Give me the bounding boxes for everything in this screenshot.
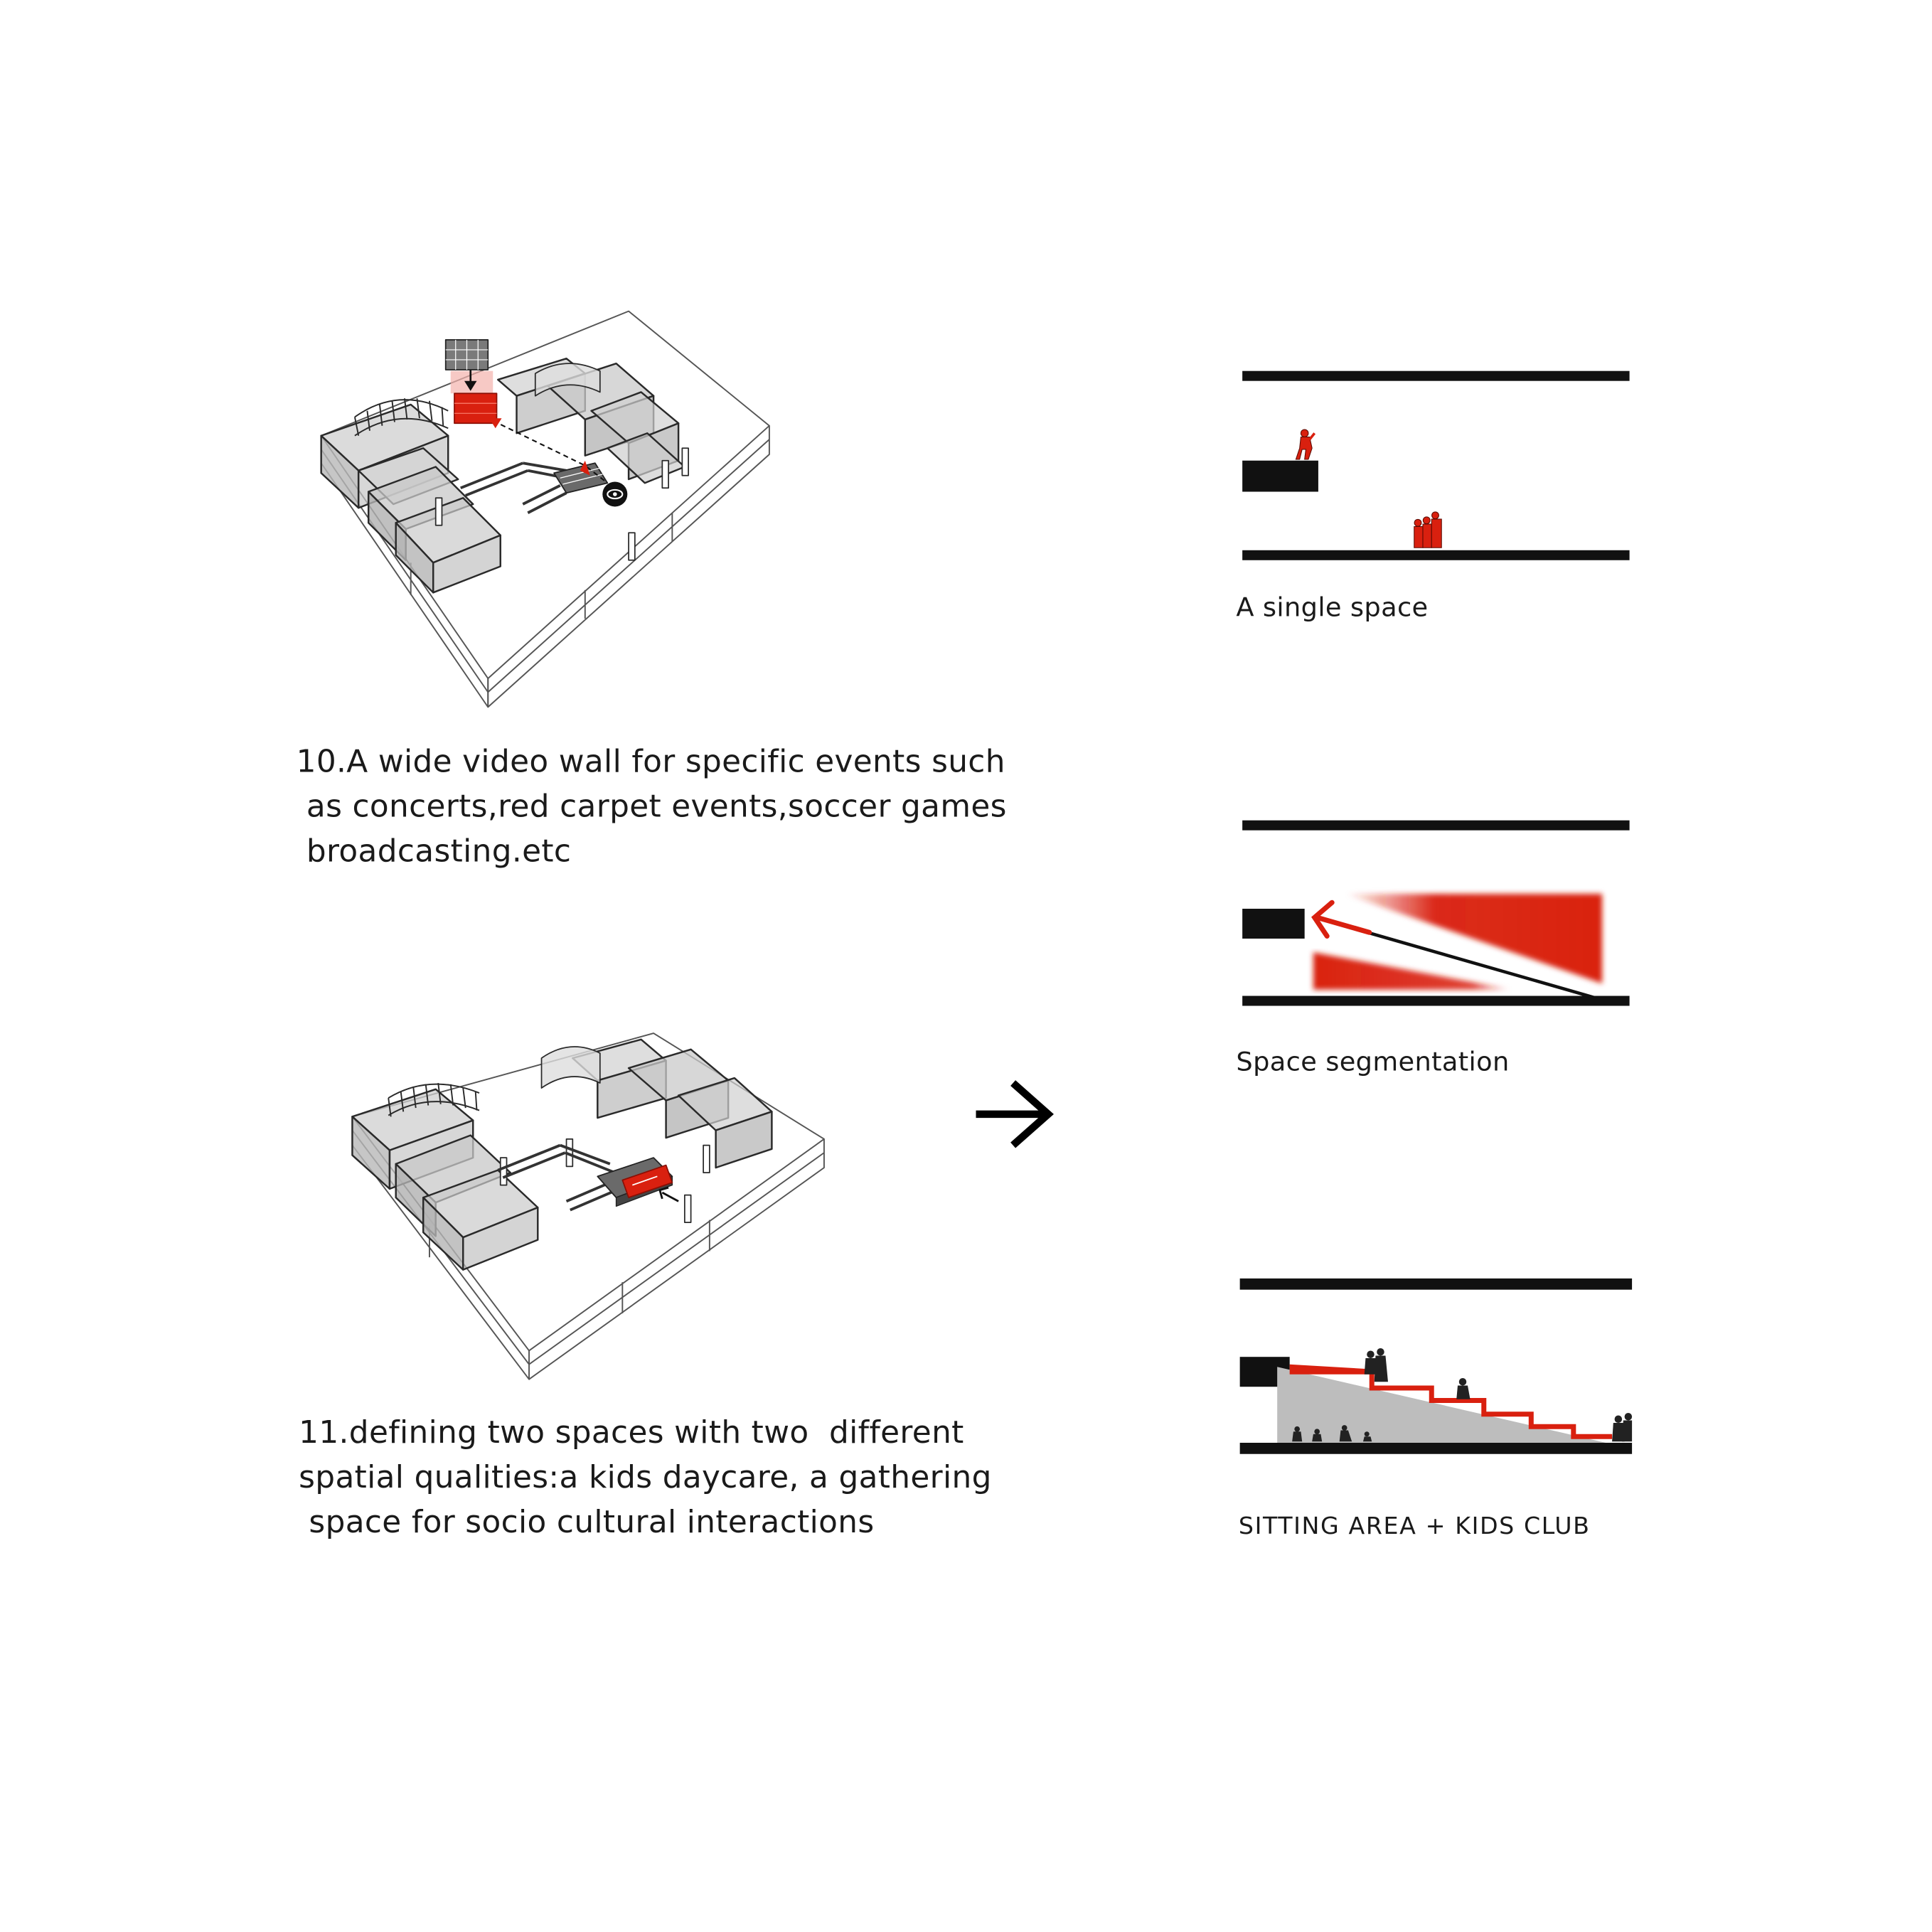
section-single-space <box>1242 370 1630 560</box>
arrow-right-icon <box>976 1080 1054 1148</box>
caption-step-10: 10.A wide video wall for specific events… <box>297 740 1007 873</box>
caption-line: broadcasting.etc <box>296 832 572 869</box>
caption-space-segmentation: Space segmentation <box>1236 1047 1510 1077</box>
caption-line: spatial qualities:a kids daycare, a gath… <box>299 1458 992 1495</box>
caption-line: as concerts,red carpet events,soccer gam… <box>296 787 1007 824</box>
projection-beam-lower <box>1313 952 1513 990</box>
projection-beam-upper <box>1344 893 1603 984</box>
eye-icon <box>602 481 628 507</box>
red-arrow-icon <box>1311 900 1372 939</box>
section-space-segmentation <box>1242 820 1630 1006</box>
caption-sitting-area-kids-club: SITTING AREA + KIDS CLUB <box>1238 1512 1591 1540</box>
caption-line: 10.A wide video wall for specific events… <box>296 743 1005 779</box>
section-sitting-area <box>1239 1278 1633 1454</box>
axonometric-kids-club <box>351 1032 825 1380</box>
kids-club-block <box>621 1164 673 1198</box>
caption-single-space: A single space <box>1236 592 1429 623</box>
caption-step-11: 11.defining two spaces with two differen… <box>299 1410 992 1544</box>
red-stair <box>1289 1364 1613 1439</box>
caption-line: space for socio cultural interactions <box>299 1503 875 1539</box>
axonometric-video-wall <box>320 310 770 708</box>
caption-line: 11.defining two spaces with two differen… <box>299 1414 964 1451</box>
